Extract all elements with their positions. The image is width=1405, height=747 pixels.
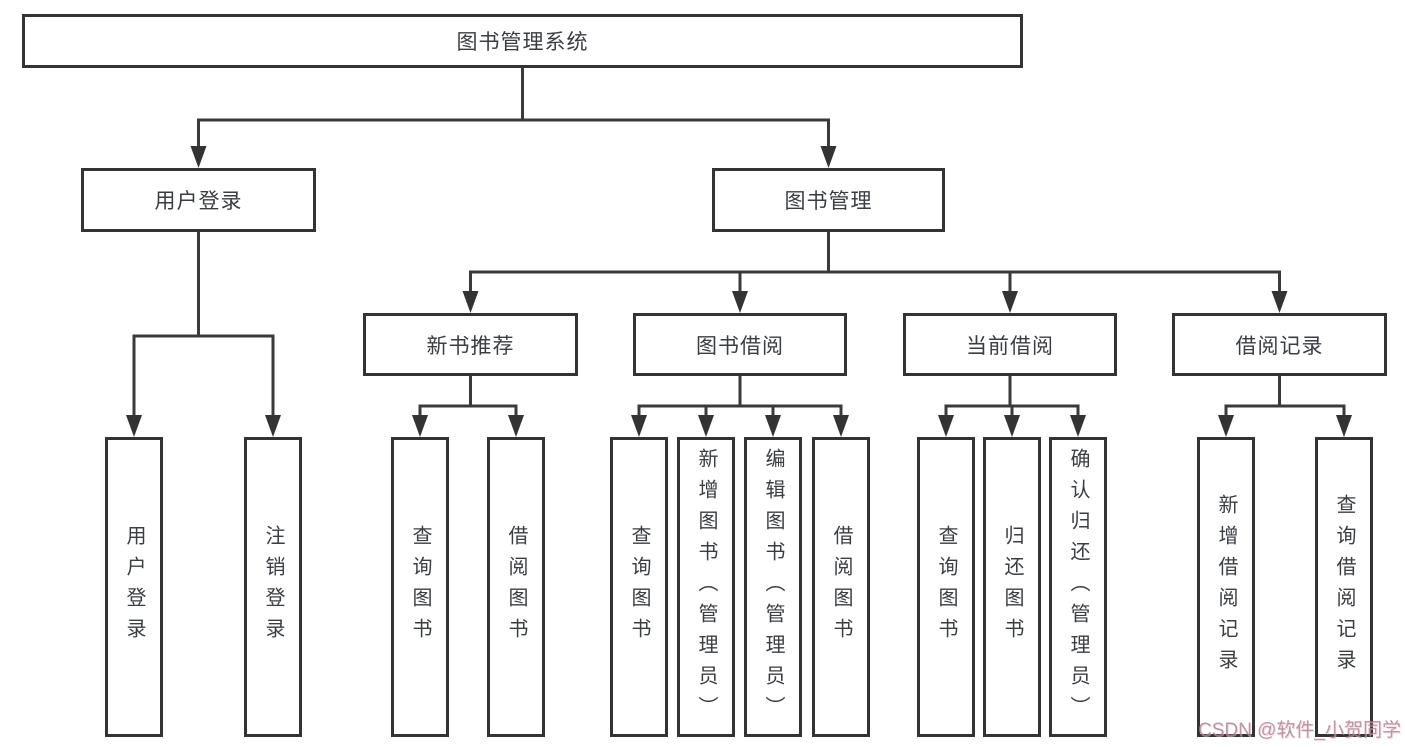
node-label: 借阅图书 (830, 525, 852, 649)
arrowhead (1004, 415, 1020, 437)
arrowhead (1070, 415, 1086, 437)
arrowhead (631, 415, 647, 437)
leaf-borrow-book-2: 借阅图书 (812, 437, 870, 737)
node-user-login: 用户登录 (81, 168, 316, 232)
arrowhead (265, 415, 281, 437)
node-book-borrow: 图书借阅 (633, 313, 847, 376)
node-current-borrow: 当前借阅 (903, 313, 1117, 376)
node-label: 查询借阅记录 (1333, 494, 1355, 680)
arrowhead (1218, 415, 1234, 437)
leaf-return-book: 归还图书 (983, 437, 1041, 737)
arrowhead (833, 415, 849, 437)
arrowhead (126, 415, 142, 437)
connector-root (197, 68, 830, 147)
connector-book-mgmt (469, 232, 1281, 292)
node-label: 归还图书 (1001, 525, 1023, 649)
node-label: 当前借阅 (966, 334, 1054, 358)
node-label: 用户登录 (123, 525, 145, 649)
leaf-query-book-1: 查询图书 (391, 437, 449, 737)
leaf-user-login: 用户登录 (105, 437, 163, 737)
arrowhead (508, 415, 524, 437)
node-label: 借阅图书 (505, 525, 527, 649)
arrowhead (1271, 291, 1288, 313)
node-label: 图书管理系统 (456, 31, 589, 54)
node-borrow-records: 借阅记录 (1172, 313, 1387, 376)
leaf-logout: 注销登录 (244, 437, 302, 737)
node-label: 图书管理 (784, 190, 873, 213)
arrowhead (732, 291, 748, 313)
leaf-add-borrow-record: 新增借阅记录 (1197, 437, 1255, 737)
arrowhead (412, 415, 428, 437)
arrowhead (820, 146, 837, 168)
node-library-system: 图书管理系统 (22, 14, 1023, 68)
node-book-management: 图书管理 (712, 168, 945, 232)
node-label: 确认归还（管理员） (1067, 447, 1089, 727)
node-label: 新书推荐 (426, 334, 515, 358)
node-label: 借阅记录 (1235, 334, 1324, 358)
connector-new-book-rec (418, 376, 518, 416)
arrowhead (190, 146, 207, 168)
arrowhead (698, 415, 714, 437)
leaf-edit-book-admin: 编辑图书（管理员） (744, 437, 802, 737)
node-label: 新增借阅记录 (1215, 494, 1237, 680)
leaf-query-borrow-record: 查询借阅记录 (1315, 437, 1373, 737)
arrowhead (1002, 291, 1018, 313)
arrowhead (462, 291, 479, 313)
leaf-query-book-3: 查询图书 (917, 437, 975, 737)
node-label: 用户登录 (154, 190, 243, 213)
node-label: 查询图书 (935, 525, 957, 649)
node-label: 注销登录 (262, 525, 284, 649)
leaf-confirm-return-admin: 确认归还（管理员） (1049, 437, 1107, 737)
arrowhead (765, 415, 781, 437)
node-label: 查询图书 (409, 525, 431, 649)
arrowhead (938, 415, 954, 437)
connector-borrow-records (1224, 376, 1346, 416)
node-label: 查询图书 (628, 525, 650, 649)
node-new-book-recommend: 新书推荐 (363, 313, 578, 376)
connector-user-login (132, 232, 275, 416)
leaf-borrow-book-1: 借阅图书 (487, 437, 545, 737)
node-label: 编辑图书（管理员） (762, 447, 784, 727)
node-label: 图书借阅 (696, 334, 784, 358)
leaf-add-book-admin: 新增图书（管理员） (677, 437, 735, 737)
connector-book-borrow (637, 376, 843, 416)
node-label: 新增图书（管理员） (695, 447, 717, 727)
connector-current-borrow (944, 376, 1080, 416)
arrowhead (1336, 415, 1352, 437)
leaf-query-book-2: 查询图书 (610, 437, 668, 737)
